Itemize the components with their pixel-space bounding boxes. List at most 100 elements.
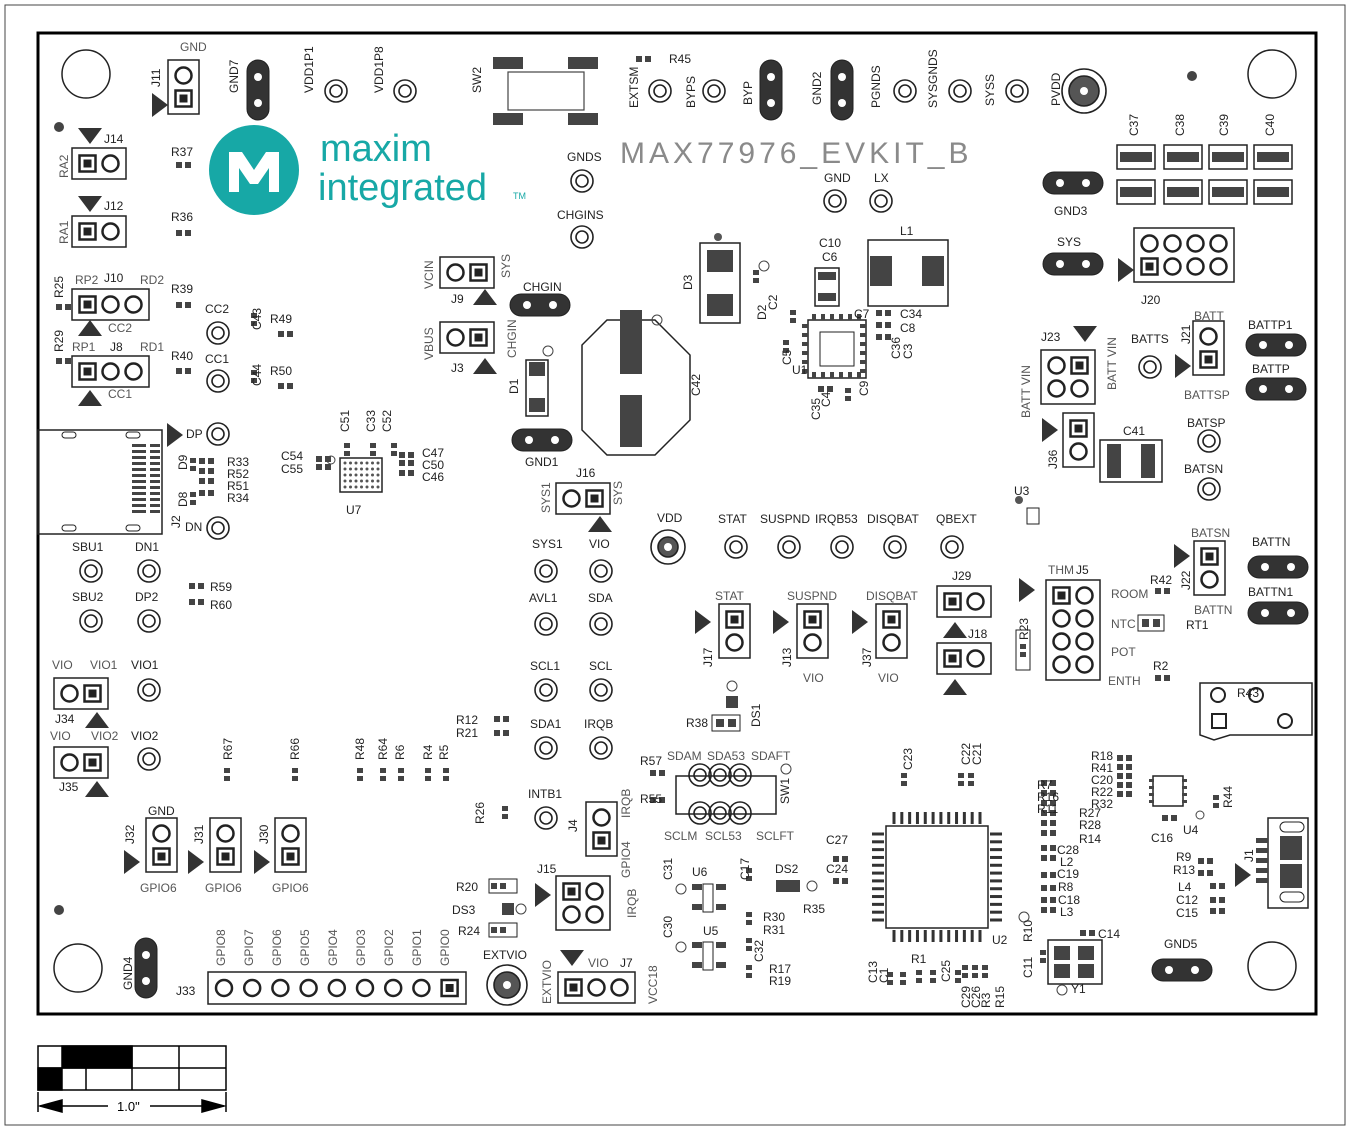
smd-pad	[380, 776, 386, 781]
pin1-dot	[326, 455, 336, 465]
silkscreen-label: R25	[52, 276, 66, 298]
bga-ball	[360, 467, 363, 471]
header-pin-core	[1205, 552, 1214, 561]
smd-pad	[491, 927, 497, 933]
silkscreen-label: C18	[1058, 893, 1080, 907]
test-point-hole	[693, 806, 707, 820]
silkscreen-label: J18	[968, 627, 988, 641]
silkscreen-label: C32	[752, 940, 766, 962]
silkscreen-label: VDD	[657, 511, 683, 525]
silkscreen-label: J10	[104, 271, 124, 285]
test-point	[393, 79, 417, 103]
silkscreen-label: QBEXT	[936, 512, 977, 526]
silkscreen-label: J13	[780, 647, 794, 667]
header-pin	[446, 328, 465, 347]
bga-ball	[354, 479, 358, 483]
header-pin-core	[221, 852, 230, 861]
ic-pin	[872, 863, 884, 867]
test-point	[589, 736, 613, 760]
header-outline	[274, 817, 307, 873]
header-pin	[1052, 609, 1071, 628]
resistor-outline	[488, 878, 518, 894]
silkscreen-label: R37	[171, 145, 193, 159]
jumper-pad	[511, 428, 573, 452]
header-pin-square	[152, 847, 171, 866]
smd-pad	[198, 583, 204, 589]
silkscreen-label: R17	[769, 962, 791, 976]
header-outline	[145, 817, 178, 873]
capacitor	[1253, 179, 1293, 205]
test-point	[137, 559, 161, 583]
silkscreen-label: J22	[1179, 570, 1193, 590]
silkscreen-label: SCLM	[664, 829, 697, 843]
test-point-hole	[84, 564, 98, 578]
silkscreen-label: C52	[380, 410, 394, 432]
smd-pad	[1050, 810, 1056, 816]
jumper-hole	[1285, 385, 1293, 393]
mounting-hole	[1247, 941, 1297, 991]
silkscreen-label: R60	[210, 598, 232, 612]
smd-pad	[408, 460, 414, 466]
silkscreen-label: C4	[819, 391, 833, 407]
silkscreen-label: C41	[1123, 424, 1145, 438]
header-pin	[214, 978, 234, 998]
smd-pad	[529, 398, 545, 412]
smd-pad	[199, 468, 205, 474]
silkscreen-label: U2	[992, 933, 1008, 947]
smd-pad	[503, 730, 509, 736]
smd-pad	[398, 776, 404, 781]
smd-pad	[833, 878, 839, 884]
test-point-hole	[945, 540, 959, 554]
ic-body	[807, 319, 867, 379]
ic-pin	[872, 840, 884, 844]
test-point-hole	[713, 806, 727, 820]
test-point-hole	[211, 521, 225, 535]
capacitor	[1099, 439, 1163, 483]
orientation-arrow	[560, 950, 584, 966]
jumper-pad	[246, 59, 270, 121]
ic-pin	[978, 812, 982, 824]
smd-pad	[1167, 187, 1199, 197]
smd-pad	[802, 333, 808, 337]
smd-pad	[132, 462, 146, 465]
ic-pin	[990, 918, 1002, 922]
pin1-dot	[758, 260, 770, 272]
smd-pad	[1126, 764, 1132, 770]
silkscreen-label: DISQBAT	[867, 512, 919, 526]
silkscreen-label: R45	[669, 52, 691, 66]
silkscreen-label: CC2	[108, 321, 132, 335]
smd-pad	[199, 478, 205, 484]
smd-pad	[972, 965, 978, 970]
ic-pin	[990, 840, 1002, 844]
header-pin-square	[564, 978, 583, 997]
header-outline	[1193, 540, 1226, 596]
smd-pad	[1149, 793, 1154, 796]
silkscreen-label: R6	[393, 744, 407, 760]
test-point-hole	[539, 811, 553, 825]
test-point-hole	[575, 230, 589, 244]
silkscreen-label: PGNDS	[869, 65, 883, 108]
pin1-dot	[1015, 496, 1023, 504]
diode-outline	[699, 242, 741, 324]
header-pin	[1052, 655, 1071, 674]
smd-pad	[982, 973, 988, 978]
silkscreen-label: C14	[1098, 927, 1120, 941]
smd-pad	[278, 383, 284, 389]
silkscreen-label: VIO	[52, 658, 73, 672]
pin1-dot	[1195, 810, 1205, 820]
smd-pad	[185, 368, 191, 374]
silkscreen-label: R38	[686, 716, 708, 730]
silkscreen-label: J14	[104, 132, 124, 146]
jumper-hole	[1082, 179, 1090, 187]
silkscreen-label: DS2	[775, 862, 799, 876]
test-point	[79, 609, 103, 633]
potentiometer-outline	[1199, 682, 1313, 741]
smd-pad	[176, 230, 182, 236]
ic-pin	[990, 879, 1002, 883]
silkscreen-label: R28	[1079, 818, 1101, 832]
test-point	[823, 189, 847, 213]
pin1-dot	[515, 903, 527, 915]
smd-pad	[1041, 845, 1047, 851]
silkscreen-label: IRQB	[584, 717, 613, 731]
smd-pad	[930, 970, 936, 975]
